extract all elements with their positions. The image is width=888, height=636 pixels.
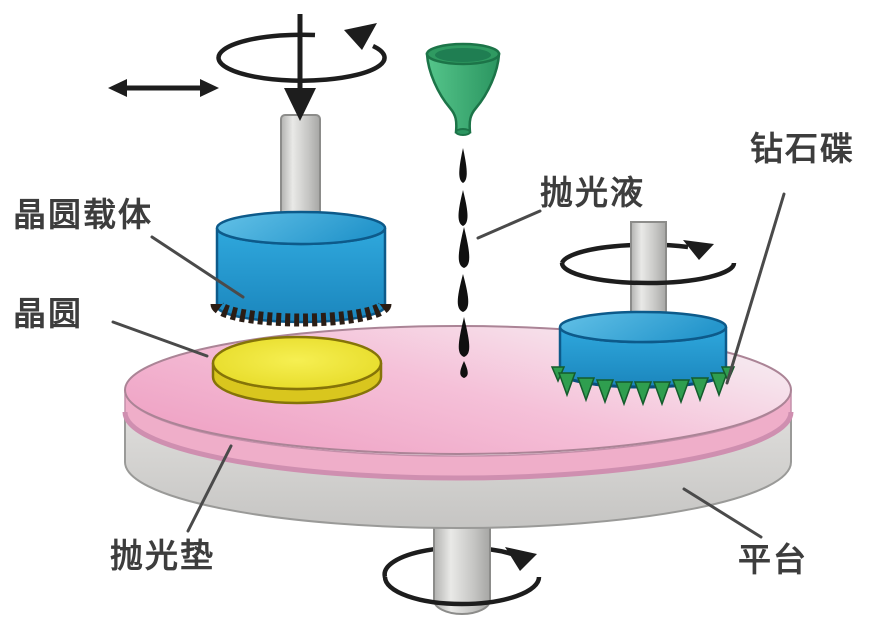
diamond-disk-body <box>558 310 728 389</box>
label-slurry: 抛光液 <box>540 173 645 212</box>
wafer-carrier-body <box>215 210 387 324</box>
disk-rotation-arrow-back <box>559 242 689 265</box>
carrier-rotation-arrow-icon <box>216 23 387 83</box>
slurry-drops-on-pad <box>458 317 470 378</box>
oscillation-arrow-icon <box>108 79 219 97</box>
carrier-teeth <box>210 301 392 327</box>
diamond-disk-teeth <box>550 366 736 407</box>
leader-line-platen <box>682 487 763 539</box>
label-platen: 平台 <box>738 540 808 579</box>
leader-line-polishing-pad <box>186 444 233 533</box>
pressure-arrow-icon <box>284 14 316 121</box>
leader-line-slurry <box>476 209 542 240</box>
leader-line-wafer <box>111 320 209 358</box>
leader-line-wafer-carrier <box>150 235 245 299</box>
platen-rotation-arrow-icon <box>382 547 542 607</box>
label-polishing-pad: 抛光垫 <box>110 536 215 575</box>
label-diamond-disk: 钻石碟 <box>750 129 855 168</box>
label-wafer-carrier: 晶圆载体 <box>13 195 153 234</box>
wafer-disc <box>211 335 383 405</box>
leader-line-diamond-disk <box>725 192 786 385</box>
disk-rotation-arrow-icon <box>559 240 737 286</box>
polishing-pad-side <box>122 389 794 481</box>
slurry-nozzle <box>425 42 501 136</box>
label-wafer: 晶圆 <box>13 294 83 333</box>
slurry-drops <box>457 148 470 312</box>
